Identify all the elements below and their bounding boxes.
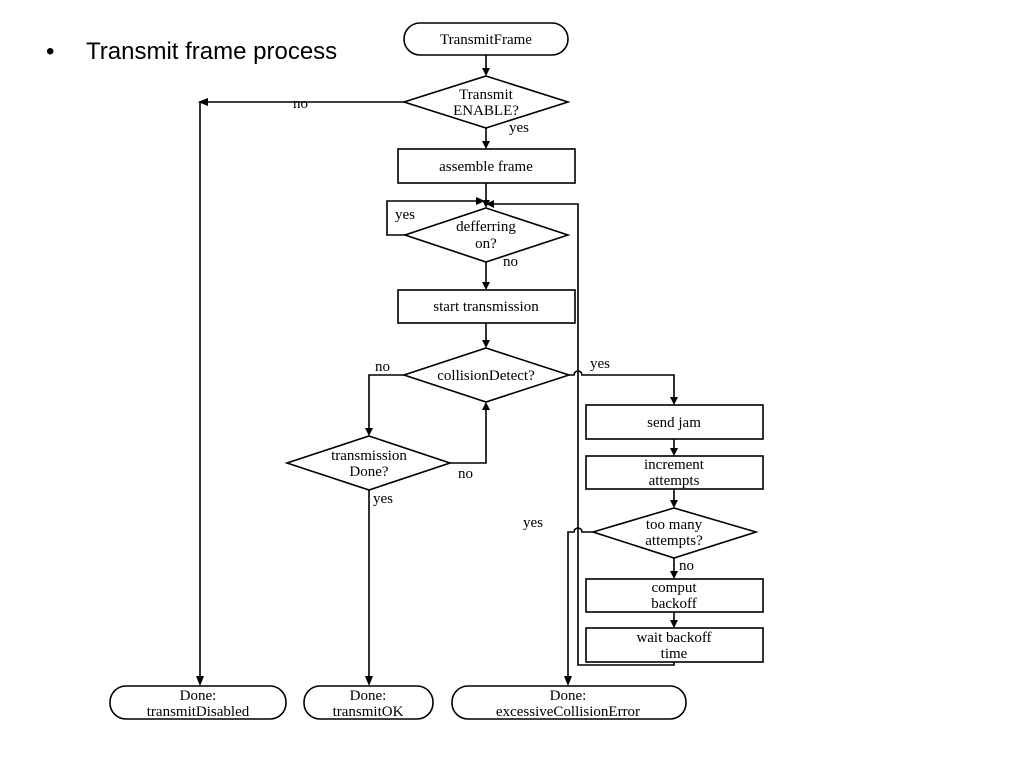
node-label: ENABLE? — [453, 103, 519, 119]
process-shape — [585, 404, 764, 440]
node-label: attempts — [649, 473, 700, 489]
process-start-transmission: start transmission — [397, 289, 576, 324]
edge-collision-yes — [569, 370, 675, 397]
node-label: start transmission — [433, 299, 539, 315]
process-shape — [397, 148, 576, 184]
process-shape — [585, 455, 764, 490]
edge-label-deferring-yes: yes — [395, 207, 415, 223]
decision-collision-detect: collisionDetect? — [401, 347, 572, 403]
node-label: too many — [646, 517, 703, 533]
bullet-marker: • — [46, 38, 55, 65]
process-shape — [397, 289, 576, 324]
node-label: defferring — [456, 219, 516, 235]
terminal-done-excessive-collision: Done: excessiveCollisionError — [451, 685, 687, 720]
node-label: excessiveCollisionError — [496, 704, 640, 720]
edge-enable-no — [199, 101, 404, 676]
arrowhead — [365, 676, 373, 686]
node-label: TransmitFrame — [440, 32, 532, 48]
edge-tx-done-no — [450, 410, 487, 464]
node-label: backoff — [651, 596, 697, 612]
arrowhead — [486, 200, 494, 208]
process-shape — [585, 627, 764, 663]
node-label: wait backoff — [636, 630, 711, 646]
node-label: comput — [652, 580, 698, 596]
node-transmit-frame: TransmitFrame — [403, 22, 569, 56]
node-label: Transmit — [459, 87, 513, 103]
arrowhead — [482, 402, 490, 410]
node-label: time — [661, 646, 688, 662]
arrowhead — [482, 68, 490, 76]
decision-shape — [401, 75, 571, 129]
edge-label-enable-no: no — [293, 96, 308, 112]
edge-label-too-many-no: no — [679, 558, 694, 574]
node-label: Done: — [180, 688, 217, 704]
edge-collision-no — [368, 374, 404, 428]
decision-too-many-attempts: too many attempts? — [590, 507, 759, 559]
process-assemble-frame: assemble frame — [397, 148, 576, 184]
edge-label-tx-done-no: no — [458, 466, 473, 482]
arrowhead — [670, 620, 678, 628]
decision-shape — [401, 347, 572, 403]
edge-wait-return-loop — [494, 203, 675, 666]
edge-defer-yes-loop — [386, 200, 478, 236]
arrowhead — [198, 98, 208, 106]
decision-transmission-done: transmission Done? — [284, 435, 453, 491]
decision-shape — [590, 507, 759, 559]
arrowhead — [482, 282, 490, 290]
edge-label-too-many-yes: yes — [523, 515, 543, 531]
process-compute-backoff: comput backoff — [585, 578, 764, 613]
edge-label-tx-done-yes: yes — [373, 491, 393, 507]
terminal-shape — [109, 685, 287, 720]
node-label: assemble frame — [439, 159, 533, 175]
arrowhead — [670, 397, 678, 405]
edge-label-enable-yes: yes — [509, 120, 529, 136]
arrowhead — [365, 428, 373, 436]
arrowhead — [482, 340, 490, 348]
process-send-jam: send jam — [585, 404, 764, 440]
process-wait-backoff: wait backoff time — [585, 627, 764, 663]
node-label: transmitDisabled — [147, 704, 250, 720]
arrowhead — [564, 676, 572, 686]
terminal-done-transmit-disabled: Done: transmitDisabled — [109, 685, 287, 720]
edge-label-collision-yes: yes — [590, 356, 610, 372]
arrowhead — [476, 197, 485, 205]
node-label: Done? — [349, 464, 388, 480]
decision-deferring: defferring on? — [402, 207, 571, 263]
process-increment-attempts: increment attempts — [585, 455, 764, 490]
node-label: Done: — [350, 688, 387, 704]
node-label: transmission — [331, 448, 407, 464]
edge-label-deferring-no: no — [503, 254, 518, 270]
edge-label-collision-no: no — [375, 359, 390, 375]
node-label: send jam — [647, 415, 701, 431]
arrowhead — [670, 500, 678, 508]
node-label: collisionDetect? — [437, 368, 535, 384]
process-shape — [585, 578, 764, 613]
terminal-shape — [451, 685, 687, 720]
decision-transmit-enable: Transmit ENABLE? — [401, 75, 571, 129]
node-label: Done: — [550, 688, 587, 704]
arrowhead — [670, 448, 678, 456]
edge-labels: no yes yes no no yes no yes yes no — [293, 96, 694, 574]
node-label: on? — [475, 236, 497, 252]
arrowhead — [196, 676, 204, 686]
node-label: transmitOK — [333, 704, 404, 720]
terminal-shape — [403, 22, 569, 56]
connectors — [196, 55, 678, 686]
arrowhead — [482, 141, 490, 149]
slide-title: Transmit frame process — [86, 38, 338, 65]
terminal-done-transmit-ok: Done: transmitOK — [303, 685, 434, 720]
decision-shape — [402, 207, 571, 263]
decision-shape — [284, 435, 453, 491]
node-label: attempts? — [645, 533, 703, 549]
node-label: increment — [644, 457, 705, 473]
arrowhead — [670, 571, 678, 579]
terminal-shape — [303, 685, 434, 720]
